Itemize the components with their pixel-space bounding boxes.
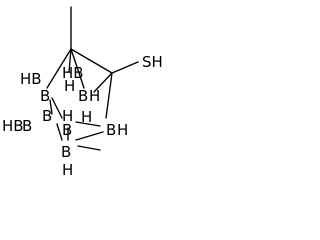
b-label-2: B: [22, 117, 32, 135]
molecule-structure: SH HB B HB H B H HB B B H B H B H B H: [2, 6, 163, 179]
h-right-top-label: H: [89, 87, 100, 105]
bond-c2-sh: [111, 61, 139, 74]
b-right-top-label: B: [78, 87, 88, 105]
h-right-label: H: [117, 121, 128, 139]
hb-top-label: HB: [62, 64, 84, 82]
thiol-label: SH: [142, 53, 163, 71]
bond-b-bottom-b-right: [75, 131, 104, 141]
bond-b-right-h: [77, 145, 101, 151]
atom-labels: SH HB B HB H B H HB B B H B H B H B H: [2, 53, 163, 179]
bond-c1-b-left: [46, 48, 72, 89]
h-top-label: H: [64, 77, 75, 95]
bond-c1-c2: [70, 48, 113, 74]
hb-label-1: HB: [20, 70, 42, 88]
b-label-1: B: [40, 87, 50, 105]
bond-c2-b-right: [105, 72, 113, 119]
hb-label-2: HB: [2, 117, 24, 135]
h-bottom-label: H: [62, 161, 73, 179]
bond-c1-b-top: [68, 48, 72, 73]
b-bottom-label: B: [61, 143, 71, 161]
b-right-label: B: [106, 121, 116, 139]
bond-b-mid-b-bottom: [56, 123, 63, 141]
bond-c2-b-right-top: [93, 72, 113, 93]
b-mid-label: B: [62, 121, 72, 139]
bond-b-center-b-right: [75, 121, 101, 127]
h-mid-label: H: [81, 108, 92, 126]
bond-b-left-b-center: [51, 97, 63, 119]
b-label-3: B: [42, 107, 52, 125]
bonds: [46, 6, 139, 151]
h-center-label: H: [62, 107, 73, 125]
bond-c1-b-right: [70, 48, 85, 89]
bond-b-left-b-mid: [49, 99, 53, 115]
